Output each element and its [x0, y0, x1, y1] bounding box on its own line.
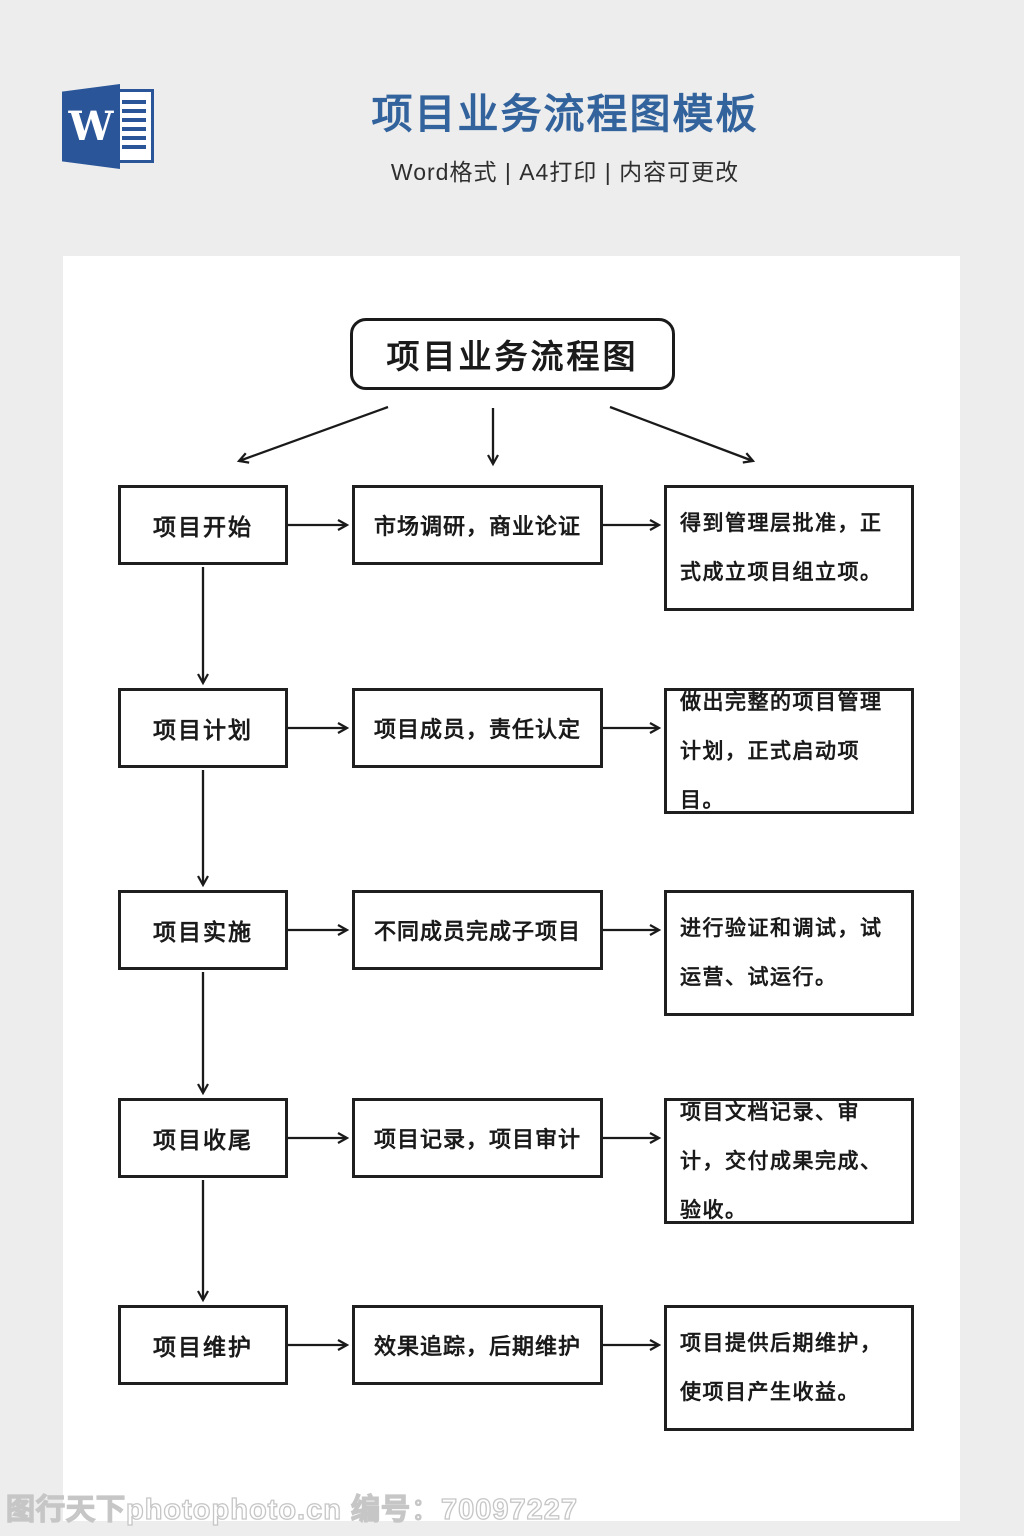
page-line: [122, 118, 146, 122]
result-box-row5: 项目提供后期维护，使项目产生收益。: [664, 1305, 914, 1431]
stage-box-row1: 项目开始: [118, 485, 288, 565]
watermark-text: 图行天下photophoto.cn 编号：70097227: [5, 1493, 579, 1526]
word-logo-letter: W: [68, 102, 114, 150]
action-box-row1: 市场调研，商业论证: [352, 485, 603, 565]
word-logo-page: [114, 89, 154, 163]
header-text-block: 项目业务流程图模板 Word格式 | A4打印 | 内容可更改: [330, 90, 800, 187]
flowchart-title-box: 项目业务流程图: [350, 318, 675, 390]
stage-box-row2: 项目计划: [118, 688, 288, 768]
page-line: [122, 109, 146, 113]
stage-box-row3: 项目实施: [118, 890, 288, 970]
page-subtitle: Word格式 | A4打印 | 内容可更改: [390, 159, 740, 186]
word-logo-cover: W: [62, 84, 120, 169]
action-box-row2: 项目成员，责任认定: [352, 688, 603, 768]
stage-box-row5: 项目维护: [118, 1305, 288, 1385]
action-box-row5: 效果追踪，后期维护: [352, 1305, 603, 1385]
page-header: W 项目业务流程图模板 Word格式 | A4打印 | 内容可更改: [0, 0, 1024, 256]
flowchart-title: 项目业务流程图: [386, 338, 639, 375]
result-box-row1: 得到管理层批准，正式成立项目组立项。: [664, 485, 914, 611]
page-line: [122, 127, 146, 131]
page-line: [122, 136, 146, 140]
result-box-row3: 进行验证和调试，试运营、试运行。: [664, 890, 914, 1016]
result-box-row2: 做出完整的项目管理计划，正式启动项目。: [664, 688, 914, 814]
page-title: 项目业务流程图模板: [371, 91, 759, 137]
result-box-row4: 项目文档记录、审计，交付成果完成、验收。: [664, 1098, 914, 1224]
page-line: [122, 145, 146, 149]
action-box-row4: 项目记录，项目审计: [352, 1098, 603, 1178]
word-logo-icon: W: [62, 84, 157, 169]
flowchart-card: 项目业务流程图 项目开始 市场调研，商业论证 得到管理层批准，正式成立项目组立项…: [63, 256, 960, 1521]
connector-arrows: [197, 405, 756, 1351]
action-box-row3: 不同成员完成子项目: [352, 890, 603, 970]
page-line: [122, 100, 146, 104]
stage-box-row4: 项目收尾: [118, 1098, 288, 1178]
